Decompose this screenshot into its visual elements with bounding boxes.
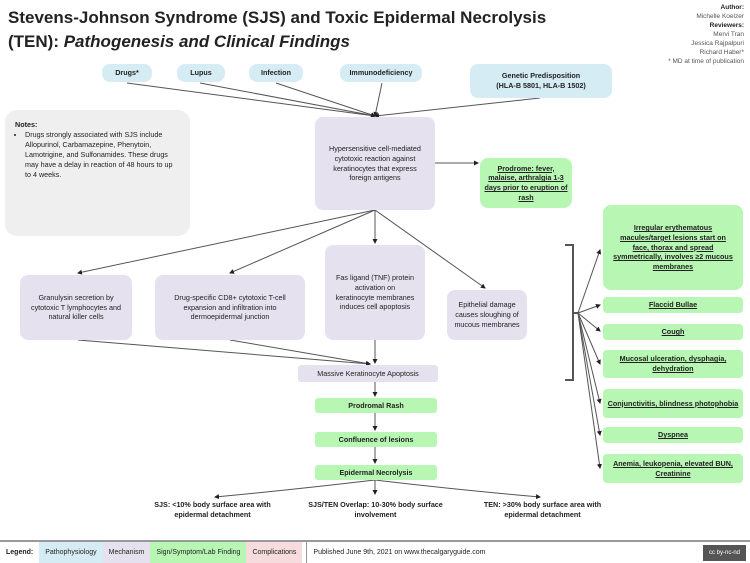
finding-dyspnea: Dyspnea bbox=[603, 427, 743, 443]
credits: Author:Michelle Koelzer Reviewers:Mervi … bbox=[668, 4, 744, 65]
legend-label: Legend: bbox=[6, 549, 34, 556]
arrow-genetic bbox=[374, 97, 541, 119]
cause-immunodeficiency: Immunodeficiency bbox=[340, 64, 422, 82]
prodrome-finding: Prodrome: fever, malaise, arthralgia 1-3… bbox=[480, 158, 572, 208]
cause-genetic: Genetic Predisposition(HLA-B 5801, HLA-B… bbox=[470, 64, 612, 98]
outcome-overlap: SJS/TEN Overlap: 10-30% body surface inv… bbox=[308, 500, 443, 520]
cause-lupus: Lupus bbox=[177, 64, 225, 82]
notes-box: Notes:Drugs strongly associated with SJS… bbox=[5, 110, 190, 236]
arrow-infection bbox=[275, 82, 376, 118]
arrow-f4 bbox=[577, 312, 601, 365]
granulysin-mechanism: Granulysin secretion by cytotoxic T lymp… bbox=[20, 275, 132, 340]
license-badge: cc by-nc-nd bbox=[702, 544, 746, 561]
page-title: Stevens-Johnson Syndrome (SJS) and Toxic… bbox=[8, 8, 547, 51]
keratinocyte-apoptosis: Massive Keratinocyte Apoptosis bbox=[298, 365, 438, 382]
finding-conjunctivitis: Conjunctivitis, blindness photophobia bbox=[603, 389, 743, 418]
arrow-lupus bbox=[199, 82, 376, 118]
epithelial-mechanism: Epithelial damage causes sloughing of mu… bbox=[447, 290, 527, 340]
arrow-f1 bbox=[577, 249, 602, 314]
arrow-granulysin bbox=[77, 209, 376, 275]
arrow-immuno bbox=[373, 82, 383, 117]
arrow-cd8 bbox=[229, 209, 376, 274]
legend-sign: Sign/Symptom/Lab Finding bbox=[150, 542, 247, 563]
arrow-cd8-apop bbox=[229, 339, 371, 366]
legend-pathophysiology: Pathophysiology bbox=[39, 542, 103, 563]
arrow-f2 bbox=[577, 304, 601, 314]
fas-mechanism: Fas ligand (TNF) protein activation on k… bbox=[325, 245, 425, 340]
outcome-sjs: SJS: <10% body surface area with epiderm… bbox=[154, 500, 271, 520]
legend-bar: Legend: Pathophysiology Mechanism Sign/S… bbox=[0, 540, 750, 563]
finding-cough: Cough bbox=[603, 324, 743, 340]
finding-mucosal-ulceration: Mucosal ulceration, dysphagia, dehydrati… bbox=[603, 350, 743, 378]
arrow-f5 bbox=[577, 312, 602, 404]
finding-anemia: Anemia, leukopenia, elevated BUN, Creati… bbox=[603, 454, 743, 483]
cd8-mechanism: Drug-specific CD8+ cytotoxic T-cell expa… bbox=[155, 275, 305, 340]
hypersensitive-reaction: Hypersensitive cell-mediated cytotoxic r… bbox=[315, 117, 435, 210]
arrow-sjs bbox=[214, 479, 376, 500]
cause-drugs: Drugs* bbox=[102, 64, 152, 82]
outcome-ten: TEN: >30% body surface area with epiderm… bbox=[483, 500, 602, 520]
confluence-of-lesions: Confluence of lesions bbox=[315, 432, 437, 447]
arrow-f6 bbox=[577, 312, 602, 436]
prodromal-rash: Prodromal Rash bbox=[315, 398, 437, 413]
legend-mechanism: Mechanism bbox=[102, 542, 151, 563]
arrow-drugs bbox=[126, 82, 376, 118]
arrow-f7 bbox=[577, 312, 602, 469]
finding-flaccid-bullae: Flaccid Bullae bbox=[603, 297, 743, 313]
arrow-gran-apop bbox=[77, 339, 371, 367]
bracket bbox=[565, 244, 578, 381]
epidermal-necrolysis: Epidermal Necrolysis bbox=[315, 465, 437, 480]
arrow-ten bbox=[374, 479, 541, 500]
published-note: Published June 9th, 2021 on www.thecalga… bbox=[306, 542, 491, 563]
arrow-f3 bbox=[577, 312, 601, 332]
legend-complications: Complications bbox=[246, 542, 303, 563]
arrow-epithelial bbox=[374, 209, 486, 289]
finding-target-lesions: Irregular erythematous macules/target le… bbox=[603, 205, 743, 290]
cause-infection: Infection bbox=[249, 64, 303, 82]
